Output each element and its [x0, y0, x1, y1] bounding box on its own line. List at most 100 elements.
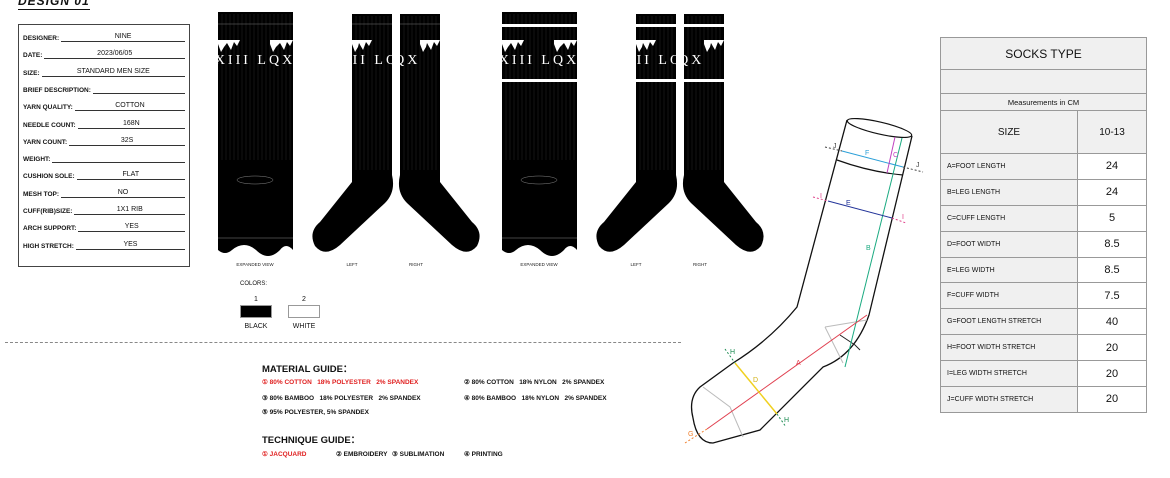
measure-value: 24 [1077, 178, 1147, 206]
technique-option: ① JACQUARD [262, 451, 307, 458]
spec-row: WEIGHT: [23, 151, 185, 164]
label-b: B [866, 245, 871, 252]
spec-label: CUFF(RIB)SIZE: [23, 208, 73, 215]
label-a: A [796, 360, 801, 367]
technique-guide-title: TECHNIQUE GUIDE： [262, 435, 361, 446]
spec-row: DATE:2023/06/05 [23, 47, 185, 60]
spec-value [52, 162, 185, 164]
pattern-text-left: XIII LQX [332, 53, 412, 68]
sock-outline [690, 119, 913, 444]
measure-label: B=LEG LENGTH [940, 178, 1078, 206]
table-units: Measurements in CM [940, 93, 1147, 111]
spec-label: YARN QUALITY: [23, 104, 73, 112]
measure-label: E=LEG WIDTH [940, 256, 1078, 284]
label-e: E [846, 200, 851, 207]
spec-label: DESIGNER: [23, 35, 60, 42]
spec-row: DESIGNER:NINE [23, 30, 185, 42]
label-j2: J [916, 162, 920, 169]
pattern-text: XIII LQX [499, 53, 579, 68]
table-subtitle [940, 69, 1147, 94]
technique-option: ③ SUBLIMATION [392, 451, 445, 458]
pattern-text-right: XIII LQX [340, 53, 420, 68]
spec-row: CUSHION SOLE:FLAT [23, 168, 185, 181]
view-label: EXPANDED VIEW [520, 262, 558, 267]
spec-label: SIZE: [23, 69, 40, 77]
heel-marker [236, 175, 274, 185]
measure-value: 8.5 [1077, 256, 1147, 284]
right-sock [682, 14, 764, 252]
measure-value: 7.5 [1077, 282, 1147, 310]
spec-value: 168N [77, 119, 185, 129]
size-header: SIZE [940, 110, 1078, 154]
label-c: C [893, 152, 898, 159]
left-sock [312, 14, 394, 252]
drip-pattern [502, 40, 524, 52]
spec-row: BRIEF DESCRIPTION: [23, 82, 185, 94]
spec-value: YES [78, 222, 185, 233]
spec-row: SIZE:STANDARD MEN SIZE [23, 65, 185, 77]
table-title: SOCKS TYPE [940, 37, 1147, 70]
color-swatch [240, 305, 272, 318]
right-sock [398, 14, 480, 252]
label-j: J [833, 143, 837, 150]
label-d: D [753, 377, 758, 384]
material-option: ④ 80% BAMBOO 18% NYLON 2% SPANDEX [464, 395, 607, 402]
spec-label: ARCH SUPPORT: [23, 225, 77, 233]
measure-label: C=CUFF LENGTH [940, 204, 1078, 232]
drip-pattern [704, 40, 724, 52]
spec-label: MESH TOP: [23, 190, 59, 198]
colors-label: COLORS: [240, 281, 268, 287]
drip-pattern [218, 40, 240, 52]
pattern-text-left: XIII LQX [616, 53, 696, 68]
spec-label: WEIGHT: [23, 156, 51, 164]
spec-label: HIGH STRETCH: [23, 242, 74, 250]
spec-row: HIGH STRETCH:YES [23, 238, 185, 250]
view-label: LEFT [346, 262, 358, 267]
label-h2: H [784, 417, 789, 424]
measure-value: 20 [1077, 360, 1147, 388]
view-label: RIGHT [409, 262, 423, 267]
stripe [502, 24, 577, 27]
spec-label: DATE: [23, 52, 43, 60]
measure-label: D=FOOT WIDTH [940, 230, 1078, 258]
pattern-text-right: XIII LQX [624, 53, 704, 68]
drip-pattern [352, 40, 372, 52]
material-option: ③ 80% BAMBOO 18% POLYESTER 2% SPANDEX [262, 395, 421, 402]
measure-value: 5 [1077, 204, 1147, 232]
stripe [684, 24, 724, 27]
design-title: DESIGN 01 [18, 0, 90, 10]
spec-value: 2023/06/05 [44, 49, 185, 60]
view-label: EXPANDED VIEW [236, 262, 274, 267]
measure-value: 8.5 [1077, 230, 1147, 258]
spec-row: NEEDLE COUNT:168N [23, 117, 185, 129]
drip-pattern [554, 40, 577, 52]
colors-section: COLORS: [240, 281, 267, 287]
stripe [684, 79, 724, 82]
measure-value: 20 [1077, 334, 1147, 362]
material-option: ⑤ 95% POLYESTER, 5% SPANDEX [262, 409, 369, 416]
color-name: WHITE [292, 323, 316, 330]
measure-label: H=FOOT WIDTH STRETCH [940, 334, 1078, 362]
technique-option: ② EMBROIDERY [336, 451, 388, 458]
size-value: 10-13 [1077, 110, 1147, 154]
spec-row: MESH TOP:NO [23, 186, 185, 198]
spec-value: 1X1 RIB [74, 205, 185, 215]
label-i: I [820, 193, 822, 200]
expanded-view [218, 12, 293, 256]
spec-label: YARN COUNT: [23, 138, 68, 146]
view-label: LEFT [630, 262, 642, 267]
label-g: G [688, 431, 693, 438]
material-option: ① 80% COTTON 18% POLYESTER 2% SPANDEX [262, 379, 419, 386]
spec-value: STANDARD MEN SIZE [41, 67, 185, 77]
